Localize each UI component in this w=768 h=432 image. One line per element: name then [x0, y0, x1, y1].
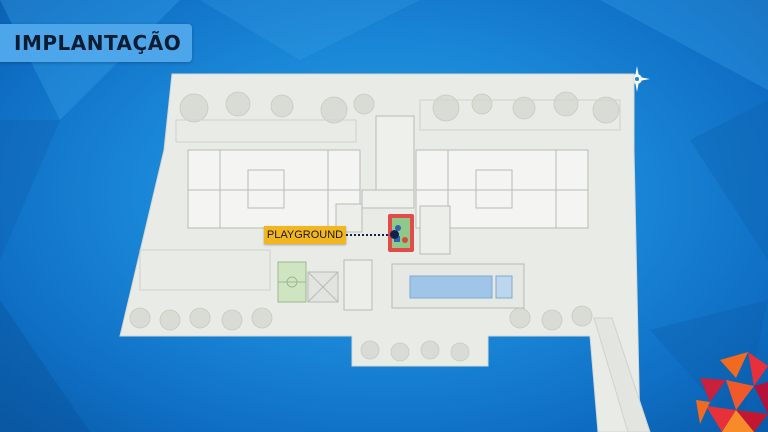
side-strip: [593, 317, 651, 432]
lounge: [343, 259, 373, 311]
central-hall: [361, 115, 415, 209]
pool-area: [391, 263, 525, 309]
page-title-banner: IMPLANTAÇÃO: [0, 24, 192, 62]
geometric-triangles-icon: [696, 352, 768, 432]
tree-canopy: [129, 91, 620, 362]
playground-area: [388, 214, 414, 252]
callout-leader-line: [346, 234, 392, 238]
playground-callout-label: PLAYGROUND: [264, 226, 346, 244]
tower-left: [187, 149, 361, 229]
parking: [139, 99, 621, 291]
page-title: IMPLANTAÇÃO: [14, 31, 182, 55]
amenity-blocks: [335, 203, 451, 255]
callout-marker: [390, 230, 399, 239]
gazebo: [307, 271, 339, 303]
sports-court: [277, 261, 307, 303]
